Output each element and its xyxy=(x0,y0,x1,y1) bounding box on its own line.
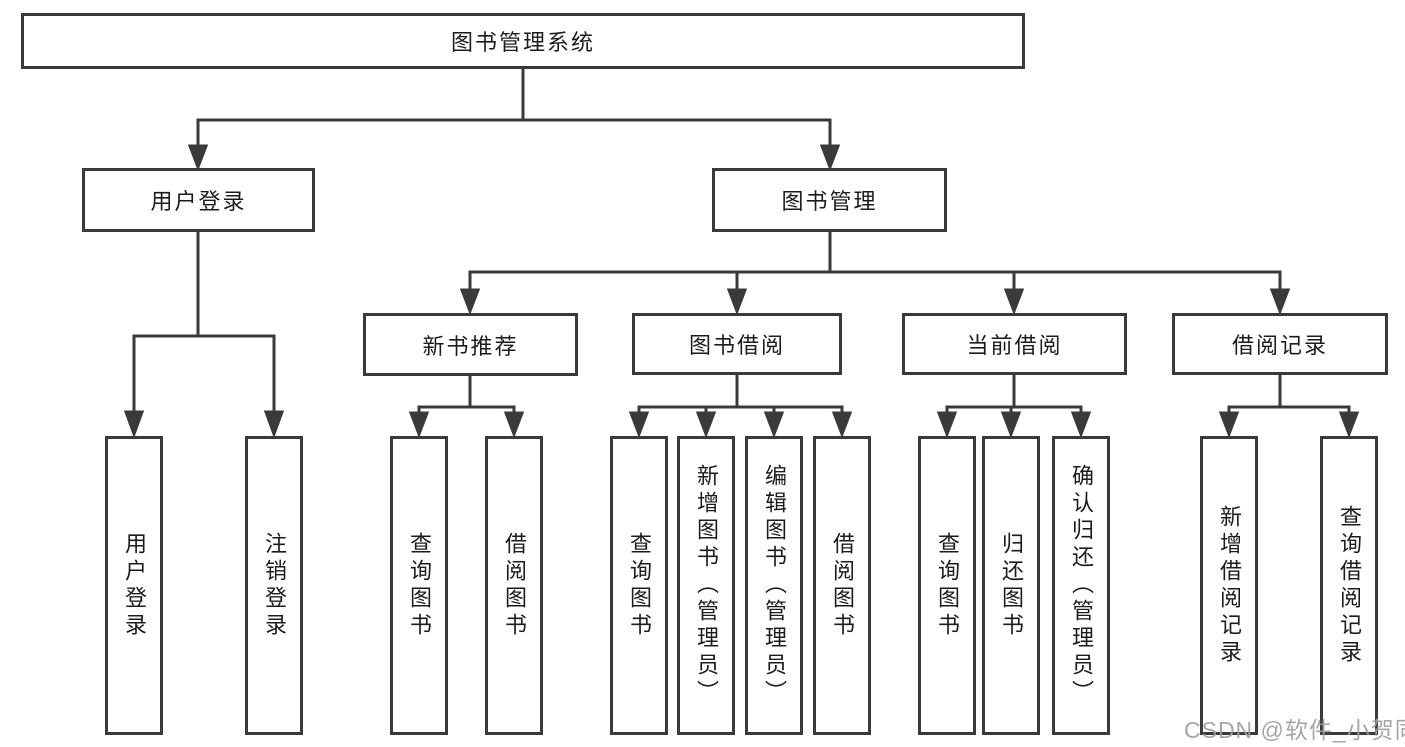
node-label: 借阅图书 xyxy=(502,531,527,640)
node-leaf-confirm-return-admin: 确认归还（管理员） xyxy=(1052,436,1110,735)
node-book-management: 图书管理 xyxy=(712,168,947,232)
node-leaf-borrow-books-recommend: 借阅图书 xyxy=(485,436,543,735)
node-label: 新增图书（管理员） xyxy=(694,464,719,707)
node-label: 注销登录 xyxy=(262,531,287,640)
node-user-login: 用户登录 xyxy=(82,168,315,232)
node-leaf-add-borrow-record: 新增借阅记录 xyxy=(1200,436,1258,735)
node-leaf-logout: 注销登录 xyxy=(245,436,303,735)
node-label: 用户登录 xyxy=(122,531,147,640)
node-label: 用户登录 xyxy=(150,189,247,214)
node-label: 查询图书 xyxy=(407,531,432,640)
node-label: 图书借阅 xyxy=(688,333,785,358)
node-label: 编辑图书（管理员） xyxy=(762,464,787,707)
node-borrow-records: 借阅记录 xyxy=(1172,313,1388,375)
node-label: 图书管理 xyxy=(781,189,878,214)
node-leaf-query-books-borrow: 查询图书 xyxy=(610,436,668,735)
node-label: 新增借阅记录 xyxy=(1217,504,1242,667)
node-book-borrow: 图书借阅 xyxy=(632,313,842,375)
node-leaf-edit-book-admin: 编辑图书（管理员） xyxy=(745,436,803,735)
node-label: 确认归还（管理员） xyxy=(1069,464,1094,707)
node-label: 查询借阅记录 xyxy=(1337,504,1362,667)
node-library-management-system: 图书管理系统 xyxy=(21,13,1025,69)
node-label: 归还图书 xyxy=(999,531,1024,640)
node-leaf-query-borrow-record: 查询借阅记录 xyxy=(1320,436,1378,735)
node-leaf-return-book: 归还图书 xyxy=(982,436,1040,735)
node-label: 借阅记录 xyxy=(1231,333,1328,358)
node-leaf-query-books-current: 查询图书 xyxy=(918,436,976,735)
node-label: 当前借阅 xyxy=(966,333,1063,358)
node-new-book-recommend: 新书推荐 xyxy=(363,313,578,376)
node-leaf-user-login: 用户登录 xyxy=(105,436,163,735)
watermark: CSDN @软件_小贺同学 xyxy=(1184,717,1405,743)
node-label: 图书管理系统 xyxy=(450,30,595,55)
node-label: 借阅图书 xyxy=(830,531,855,640)
node-label: 查询图书 xyxy=(935,531,960,640)
node-current-borrow: 当前借阅 xyxy=(902,313,1127,375)
node-label: 新书推荐 xyxy=(422,333,519,359)
node-leaf-add-book-admin: 新增图书（管理员） xyxy=(677,436,735,735)
node-leaf-borrow-books: 借阅图书 xyxy=(813,436,871,735)
node-label: 查询图书 xyxy=(627,531,652,640)
node-leaf-query-books-recommend: 查询图书 xyxy=(390,436,448,735)
